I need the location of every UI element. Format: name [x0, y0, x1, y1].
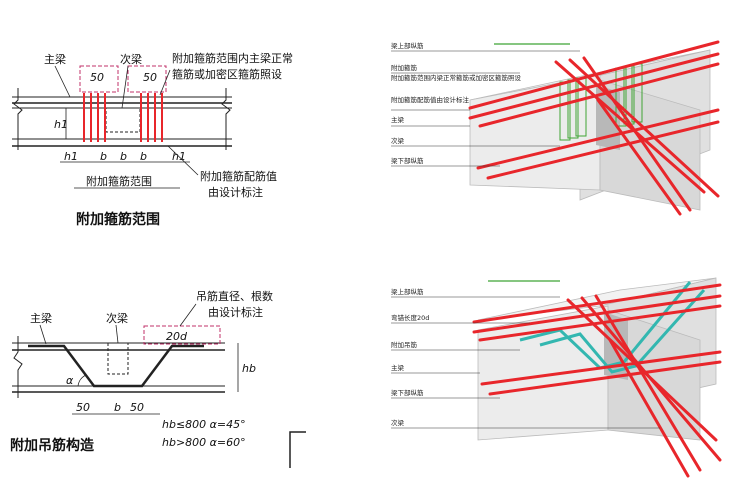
note-hanger-line1: 吊筋直径、根数 [196, 289, 273, 303]
bar2-top-1 [472, 283, 722, 324]
label2-top-rebar: 梁上部纵筋 [391, 287, 424, 296]
bar-top-1 [468, 40, 720, 110]
leader-hanger-note [179, 303, 197, 327]
dim-50-left-2: 50 [76, 401, 90, 414]
label2-main-beam: 主梁 [391, 363, 405, 372]
leader-value-note [167, 145, 199, 176]
label-main-beam: 主梁 [44, 52, 66, 66]
dim-h1-left: h1 [64, 150, 78, 163]
label-3d-extra-stirrup: 附加箍筋 [391, 63, 418, 72]
range-label: 附加箍筋范围 [86, 174, 152, 188]
corner-mark [289, 431, 306, 468]
bar-cross-1 [554, 60, 706, 194]
label-3d-main-beam: 主梁 [391, 115, 405, 124]
dim-b-3: b [140, 150, 147, 163]
red-longitudinal-bars-2 [472, 283, 722, 478]
panel-hanger-bar: 20d 主梁 次梁 吊筋直径、根数 由设计标注 α hb 50 b 50 hb≤… [10, 289, 306, 468]
secondary-beam-outline [105, 107, 141, 133]
label2-secondary-beam: 次梁 [391, 418, 405, 427]
label-3d-range-note: 附加箍筋范围内梁正常箍筋或加密区箍筋照设 [391, 73, 522, 82]
break-mark-right [221, 88, 231, 150]
bar2-cross-4 [608, 338, 690, 478]
leader-main-beam [54, 65, 71, 98]
leader-secondary-beam [121, 65, 129, 109]
red-longitudinal-bars [468, 40, 720, 216]
break-mark-left-2 [13, 336, 23, 398]
break-mark-left [13, 88, 23, 150]
rule-line1: hb≤800 α=45° [162, 418, 246, 431]
labels-3d-hanger: 梁上部纵筋 弯锚长度20d 附加吊筋 主梁 梁下部纵筋 次梁 [391, 287, 660, 429]
dim-b-1: b [100, 150, 107, 163]
angle-alpha: α [66, 374, 74, 387]
label2-hanger: 附加吊筋 [391, 340, 418, 349]
panel-3d-hanger: 梁上部纵筋 弯锚长度20d 附加吊筋 主梁 梁下部纵筋 次梁 [391, 277, 722, 478]
angle-arc [77, 374, 87, 387]
label-secondary-beam-2: 次梁 [106, 311, 128, 325]
labels-3d-stirrups: 梁上部纵筋 附加箍筋 附加箍筋范围内梁正常箍筋或加密区箍筋照设 附加箍筋配筋值由… [391, 41, 580, 167]
note-range-line1: 附加箍筋范围内主梁正常 [172, 51, 293, 65]
note-value-line2: 由设计标注 [208, 185, 263, 199]
panel-stirrup-range: 主梁 次梁 附加箍筋范围内主梁正常 箍筋或加密区箍筋照设 50 50 h1 h1… [12, 51, 293, 228]
bar2-bottom-2 [488, 360, 722, 396]
label-main-beam-2: 主梁 [30, 311, 52, 325]
caption-stirrup-range: 附加箍筋范围 [76, 211, 160, 228]
dashed-box-left [79, 65, 119, 93]
bar-cross-4 [596, 98, 682, 216]
additional-stirrups [83, 93, 163, 142]
bar-bottom-2 [486, 120, 720, 180]
bar-top-3 [478, 62, 720, 128]
label2-bottom-rebar: 梁下部纵筋 [391, 388, 424, 397]
panel-3d-stirrups: 梁上部纵筋 附加箍筋 附加箍筋范围内梁正常箍筋或加密区箍筋照设 附加箍筋配筋值由… [391, 40, 720, 216]
bar-bottom-1 [476, 108, 720, 170]
hanger-bar [28, 344, 204, 388]
dim-hb: hb [242, 362, 256, 375]
box-label-20d: 20d [166, 330, 188, 343]
note-range-line2: 箍筋或加密区箍筋照设 [172, 67, 282, 81]
dim-b-2: b [120, 150, 127, 163]
dashed-box-20d [143, 325, 221, 345]
bar2-cross-3 [594, 294, 702, 472]
label-3d-secondary-beam: 次梁 [391, 136, 405, 145]
leader-range-note [159, 69, 171, 96]
bar-cross-3 [582, 56, 692, 212]
bar2-top-3 [478, 304, 722, 342]
cyan-hanger-bar-2 [539, 288, 706, 374]
bar2-bottom-1 [480, 350, 722, 386]
label-3d-top-rebar: 梁上部纵筋 [391, 41, 424, 50]
dim-b-center: b [114, 401, 121, 414]
rule-line2: hb>800 α=60° [162, 436, 246, 449]
label-3d-value-note: 附加箍筋配筋值由设计标注 [391, 95, 470, 104]
bar-cross-2 [568, 58, 720, 198]
dim-50-right-2: 50 [130, 401, 144, 414]
note-value-line1: 附加箍筋配筋值 [200, 169, 277, 183]
dim-50-left: 50 [90, 71, 104, 84]
label-3d-bottom-rebar: 梁下部纵筋 [391, 156, 424, 165]
dim-h1-vertical: h1 [54, 118, 68, 131]
dim-50-right: 50 [143, 71, 157, 84]
leader-secondary-beam-2 [115, 324, 119, 344]
label-secondary-beam: 次梁 [120, 52, 142, 66]
bar-top-2 [468, 52, 720, 120]
note-hanger-line2: 由设计标注 [208, 305, 263, 319]
caption-hanger: 附加吊筋构造 [10, 437, 94, 454]
secondary-beam-dashed [107, 343, 129, 375]
label2-bend-anchor: 弯锚长度20d [391, 313, 429, 322]
leader-main-beam-2 [39, 324, 47, 345]
bar2-cross-2 [580, 296, 722, 462]
